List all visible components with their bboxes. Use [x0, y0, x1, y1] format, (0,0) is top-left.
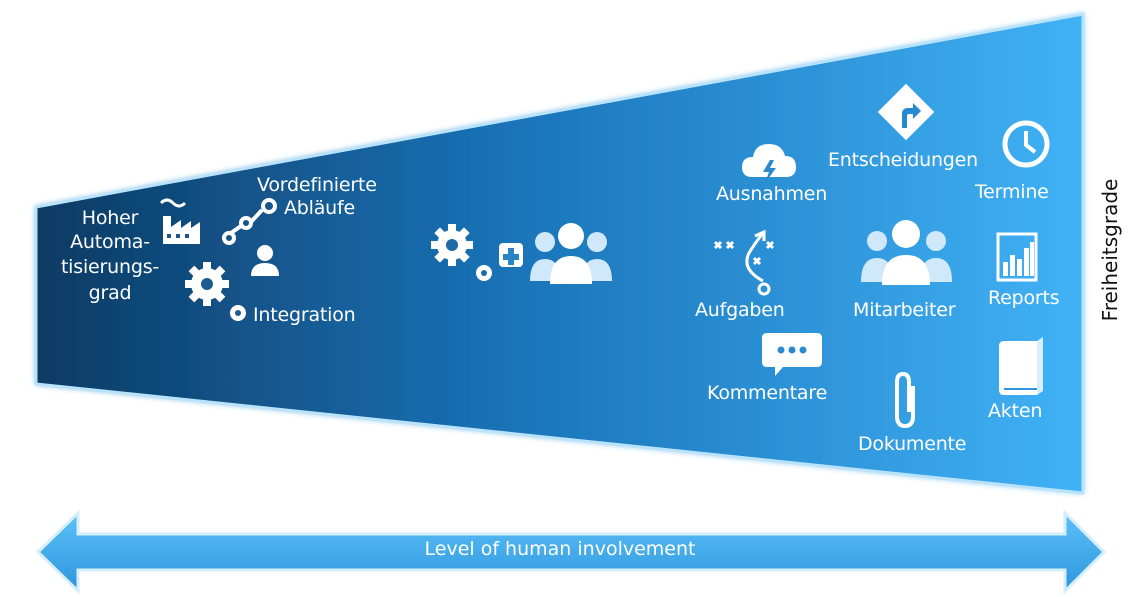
left-label-automa: Automa-: [70, 231, 150, 253]
paperclip-icon: [895, 371, 915, 429]
label-mitarbeiter: Mitarbeiter: [853, 299, 956, 321]
label-kommentare: Kommentare: [707, 382, 828, 404]
people-icon: [861, 220, 952, 285]
strategy-icon: [713, 229, 775, 296]
bar-chart-icon: [996, 232, 1038, 282]
left-label-grad: grad: [88, 282, 132, 304]
factory-icon: [159, 198, 200, 244]
label-reports: Reports: [988, 287, 1060, 309]
label-termine: Termine: [975, 181, 1049, 203]
freiheitsgrade-label: Freiheitsgrade: [1098, 178, 1122, 322]
label-entscheidungen: Entscheidungen: [828, 149, 978, 171]
label-aufgaben: Aufgaben: [695, 299, 785, 321]
label-dokumente: Dokumente: [858, 433, 967, 455]
speech-bubble-icon: [762, 333, 822, 376]
funnel-shape: [34, 12, 1085, 495]
left-label-tisierungs: tisierungs-: [60, 256, 160, 278]
person-icon: [251, 245, 279, 276]
cloud-lightning-icon: [742, 144, 796, 183]
label-ablaeufe: Abläufe: [284, 197, 356, 219]
book-icon: [999, 337, 1043, 395]
arrow-label: Level of human involvement: [424, 538, 696, 560]
label-ausnahmen: Ausnahmen: [716, 183, 828, 205]
left-label-hoher: Hoher: [81, 207, 139, 229]
label-vordefinierte: Vordefinierte: [257, 174, 377, 196]
gears-icon: [185, 262, 246, 321]
label-integration: Integration: [253, 304, 356, 326]
label-akten: Akten: [988, 400, 1043, 422]
involvement-arrow: [35, 509, 1107, 595]
workflow-icon: [222, 198, 277, 245]
clock-icon: [1002, 120, 1050, 168]
